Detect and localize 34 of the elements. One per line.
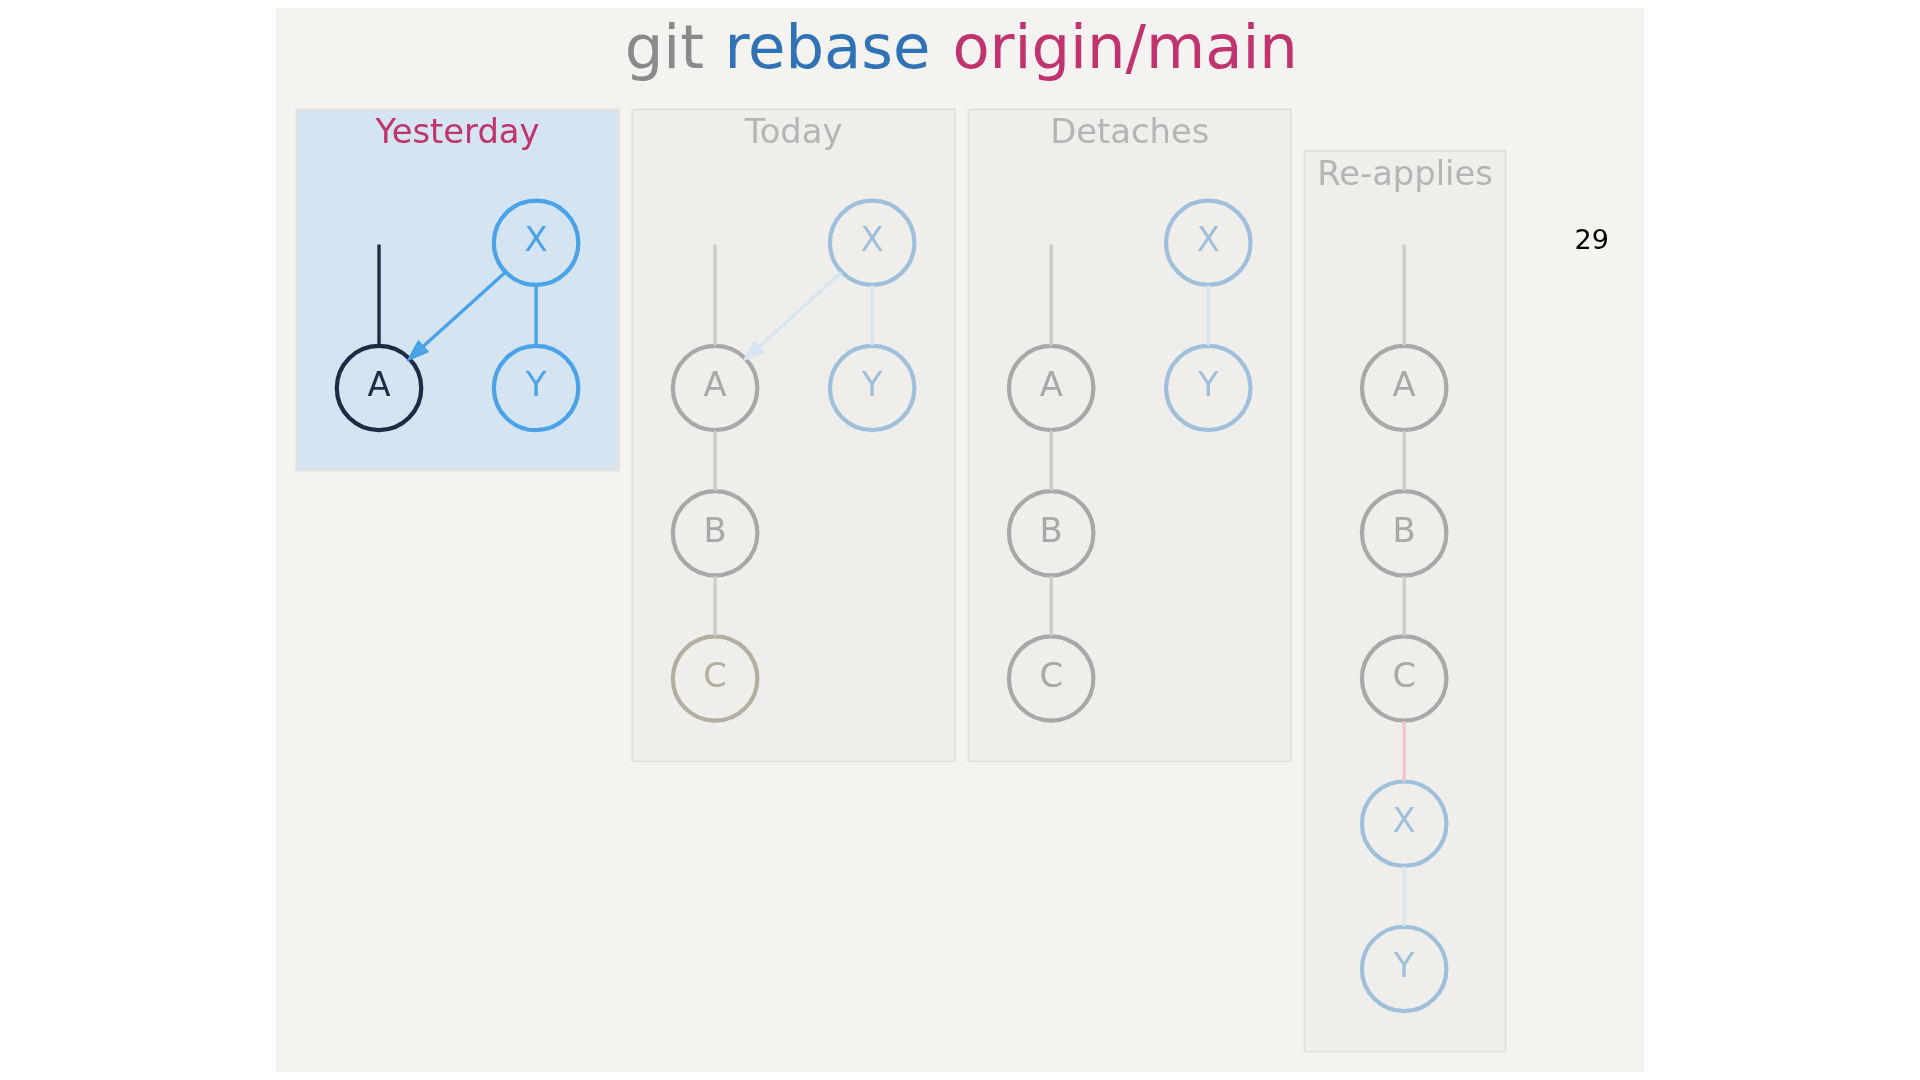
connector [1402, 575, 1406, 636]
connector [713, 244, 717, 346]
diagram-title: git rebase origin/main [624, 12, 1298, 83]
connector [1402, 244, 1406, 346]
node-circle: Y [827, 343, 917, 433]
connector [713, 430, 717, 491]
node-circle: B [670, 488, 760, 578]
node-circle: B [1359, 488, 1449, 578]
node-circle: A [334, 343, 424, 433]
connector [713, 575, 717, 636]
node-circle: Y [1163, 343, 1253, 433]
connector [534, 285, 538, 346]
node-circle: Y [1359, 924, 1449, 1014]
node-circle: A [1006, 343, 1096, 433]
connector [1402, 721, 1406, 782]
node-circle: C [1006, 634, 1096, 723]
node-circle: X [1359, 779, 1449, 869]
node-circle: X [491, 198, 581, 288]
node-circle: X [1163, 198, 1253, 288]
connector [1402, 430, 1406, 491]
node-circle: B [1006, 488, 1096, 578]
connector [1049, 430, 1053, 491]
node-circle: Y [491, 343, 581, 433]
arrow [742, 271, 843, 362]
connector [377, 244, 381, 346]
node-circle: C [670, 634, 760, 723]
connector [1049, 244, 1053, 346]
node-circle: C [1359, 634, 1449, 723]
connector [1049, 575, 1053, 636]
node-circle: A [670, 343, 760, 433]
arrow [406, 271, 507, 362]
label: 29 [1574, 224, 1609, 256]
node-circle: X [827, 198, 917, 288]
node-circle: A [1359, 343, 1449, 433]
